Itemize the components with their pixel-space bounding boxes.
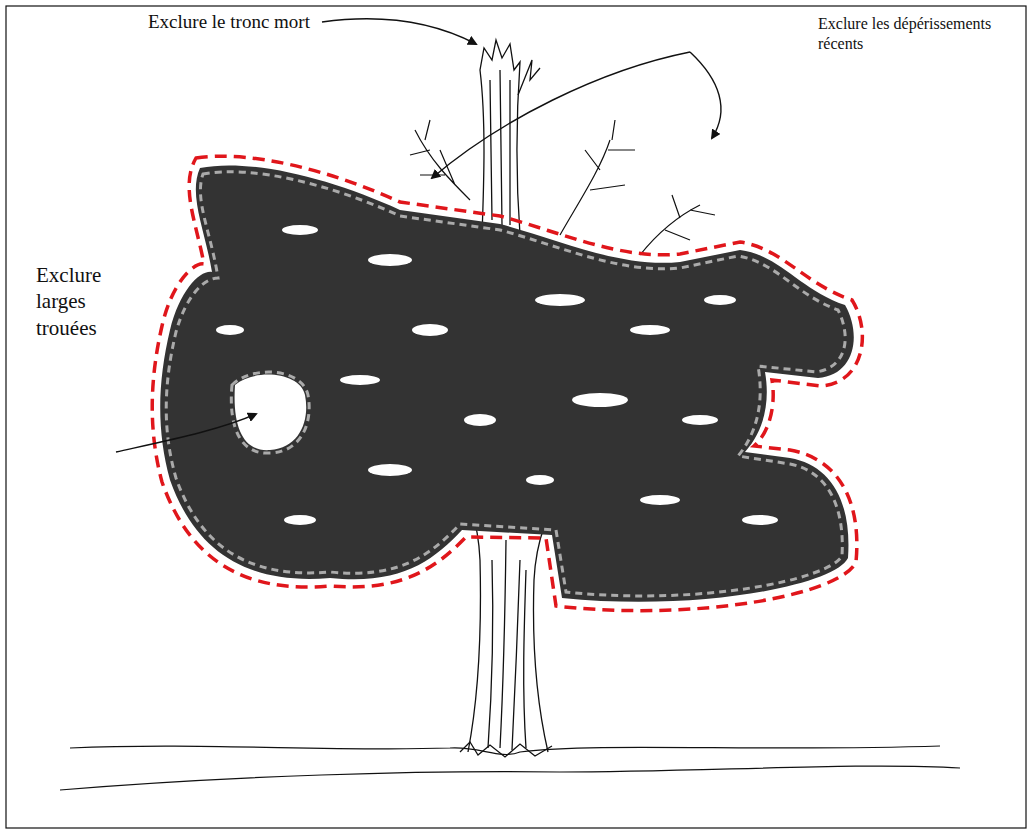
annotation-label: Exclure le tronc mort <box>148 10 310 34</box>
frame <box>6 6 1026 828</box>
ground-line <box>70 746 940 754</box>
dead-trunk <box>480 40 540 235</box>
outer-outline <box>152 156 862 610</box>
leader-arrow <box>322 19 476 44</box>
annotation-label: Exclure larges trouées <box>36 262 148 341</box>
inner-outline <box>166 172 845 596</box>
canopy <box>160 165 854 601</box>
leader-arrow <box>432 52 690 178</box>
gap-outline <box>231 372 309 453</box>
leader-arrow <box>690 52 721 138</box>
canopy-gaps <box>216 225 778 525</box>
ground-line <box>60 766 960 790</box>
annotation-label: Exclure les dépérissements récents <box>818 14 1028 54</box>
leader-arrow <box>116 414 256 452</box>
